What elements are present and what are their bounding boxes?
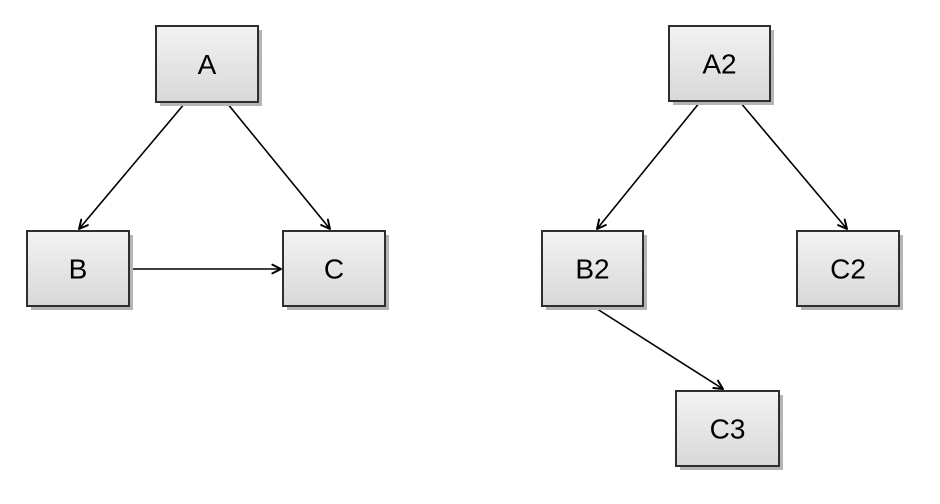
edge-A2-B2[interactable] — [596, 101, 701, 230]
node-box — [796, 230, 900, 307]
node-label: A2 — [702, 49, 736, 80]
node-C[interactable]: C — [282, 230, 389, 310]
node-label: B2 — [575, 254, 609, 285]
node-C3[interactable]: C3 — [675, 390, 783, 470]
node-A[interactable]: A — [155, 25, 262, 106]
edges-layer — [78, 101, 848, 390]
edge-A2-C2[interactable] — [739, 101, 848, 230]
node-box — [155, 25, 259, 103]
edge-A-C[interactable] — [226, 102, 331, 230]
node-C2[interactable]: C2 — [796, 230, 903, 310]
node-box — [26, 230, 130, 307]
node-A2[interactable]: A2 — [668, 25, 774, 105]
node-box — [668, 25, 771, 102]
node-label: C — [324, 254, 344, 285]
node-B2[interactable]: B2 — [541, 230, 647, 310]
node-box — [282, 230, 386, 307]
node-B[interactable]: B — [26, 230, 133, 310]
node-label: B — [69, 254, 88, 285]
edge-A-B[interactable] — [78, 102, 186, 230]
node-label: C3 — [710, 414, 746, 445]
node-box — [675, 390, 780, 467]
node-label: A — [198, 49, 217, 80]
node-label: C2 — [830, 254, 866, 285]
node-box — [541, 230, 644, 307]
edge-B2-C3[interactable] — [593, 306, 724, 390]
